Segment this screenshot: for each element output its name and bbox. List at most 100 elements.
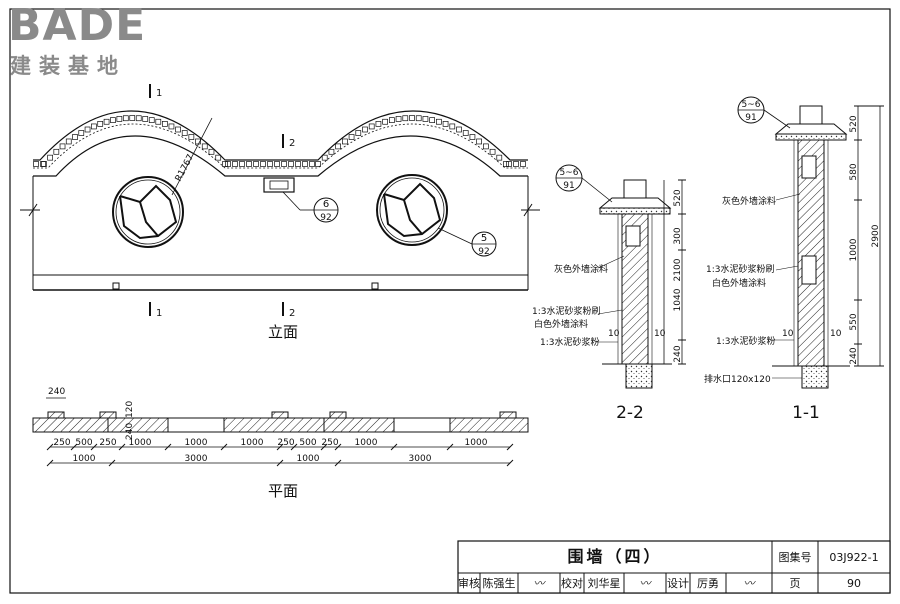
coping-tile <box>315 161 321 167</box>
plan-dim-top: 240 <box>48 387 65 397</box>
label-leader <box>597 309 623 315</box>
coping-tile <box>201 143 208 150</box>
material-label: 排水口120x120 <box>704 373 771 385</box>
drawing-title: 围墙（四） <box>567 547 663 566</box>
section-1-1: 5~6 91 520 580 1000 550 240 2900 灰色外墙涂料 … <box>704 96 884 423</box>
cap-block <box>623 179 647 199</box>
material-label: 白色外墙涂料 <box>534 318 588 330</box>
radius-label: R1767 <box>174 153 197 183</box>
dim-tick <box>290 443 298 451</box>
coping-tile <box>239 161 245 167</box>
plan-dim: 1000 <box>241 438 264 448</box>
plan-dim: 250 <box>277 438 294 448</box>
coping-edge <box>599 207 671 215</box>
coping-tile <box>402 115 409 122</box>
coping-tile <box>520 161 526 167</box>
coping-tile <box>395 116 402 122</box>
break-mark <box>521 203 540 217</box>
section-marker-label: 1 <box>156 308 162 319</box>
coping-tile <box>348 134 355 140</box>
atlas-label: 图集号 <box>778 550 812 564</box>
callout-leader <box>437 227 473 245</box>
coping-tile <box>91 123 97 130</box>
coping-tile <box>103 118 110 125</box>
coping-tile <box>65 138 72 145</box>
coping-tile <box>33 161 39 167</box>
break-mark <box>20 203 40 217</box>
watermark-brand: BADE <box>8 0 147 51</box>
coping-tile <box>442 121 449 127</box>
coping-tile <box>389 117 395 123</box>
plan-pier <box>499 411 517 419</box>
callout-detail-no: 5 <box>481 233 487 244</box>
coping-tile-group <box>33 115 526 167</box>
coping-tile <box>429 117 435 123</box>
coping-tile <box>295 161 301 167</box>
coping-tile <box>288 161 294 167</box>
section-small-dim: 10 <box>654 329 666 339</box>
callout-detail-no: 5~6 <box>742 100 761 110</box>
coping-tile <box>513 161 519 167</box>
dim-tick <box>220 443 228 451</box>
coping-tile <box>122 115 129 122</box>
label-leader <box>597 255 625 269</box>
coping-tile <box>483 143 489 150</box>
coping-tile <box>168 123 175 130</box>
callout-leader <box>282 191 301 211</box>
dim-tick <box>334 443 342 451</box>
section-marker-label: 2 <box>289 308 295 319</box>
material-label: 灰色外墙涂料 <box>554 263 608 275</box>
plan-dim-top: 240 <box>125 423 135 440</box>
plan-dim: 250 <box>321 438 338 448</box>
elevation-caption: 立面 <box>268 323 298 341</box>
dim-tick <box>446 443 454 451</box>
coping-tile <box>335 143 341 150</box>
drain-opening <box>112 282 120 290</box>
coping-tile <box>142 116 149 122</box>
coping-tile <box>253 161 259 167</box>
coping-tile <box>59 143 66 150</box>
coping-tile-band <box>33 123 528 169</box>
coping-tile <box>476 138 482 145</box>
designer-signature: 〰 <box>743 576 755 590</box>
section-1-1-caption: 1-1 <box>792 403 820 423</box>
coping-tile <box>436 118 442 125</box>
drain-opening <box>371 282 379 290</box>
material-label: 白色外墙涂料 <box>712 277 766 289</box>
coping-tile <box>135 115 142 122</box>
plan-wall-segment <box>107 417 169 433</box>
plan-dim: 1000 <box>73 454 96 464</box>
post-opening <box>801 155 817 179</box>
plan-dim: 1000 <box>297 454 320 464</box>
plan-wall-segment <box>323 417 395 433</box>
watermark-subtitle: 建装基地 <box>10 54 126 78</box>
section-dim: 580 <box>849 163 859 180</box>
material-label: 1:3水泥砂浆粉刷 <box>532 305 601 317</box>
plan-wall-segment <box>449 417 529 433</box>
plan-dim: 3000 <box>409 454 432 464</box>
coping-tile <box>175 126 181 133</box>
dim-tick <box>506 443 514 451</box>
plan-caption: 平面 <box>268 482 298 500</box>
dim-tick <box>334 459 342 467</box>
dim-tick <box>90 443 98 451</box>
coping-tile <box>116 116 123 122</box>
dim-tick <box>390 443 398 451</box>
coping-tile <box>469 134 476 140</box>
material-label: 1:3水泥砂浆粉 <box>716 335 776 347</box>
plan-dim: 250 <box>99 438 116 448</box>
cap-block <box>799 105 823 125</box>
dim-tick <box>320 443 328 451</box>
section-small-dim: 10 <box>608 329 620 339</box>
atlas-number: 03J922-1 <box>829 550 879 564</box>
coping-tile <box>309 161 315 167</box>
callout-page-no: 91 <box>563 181 574 191</box>
coping-tile <box>355 130 362 136</box>
section-marker-label: 1 <box>156 88 162 99</box>
coping-tile <box>222 161 228 167</box>
window-grille-right <box>376 174 448 246</box>
plan-dim: 1000 <box>465 438 488 448</box>
callout-page-no: 92 <box>478 247 489 257</box>
coping-tile <box>503 161 509 167</box>
section-small-dim: 10 <box>782 329 794 339</box>
